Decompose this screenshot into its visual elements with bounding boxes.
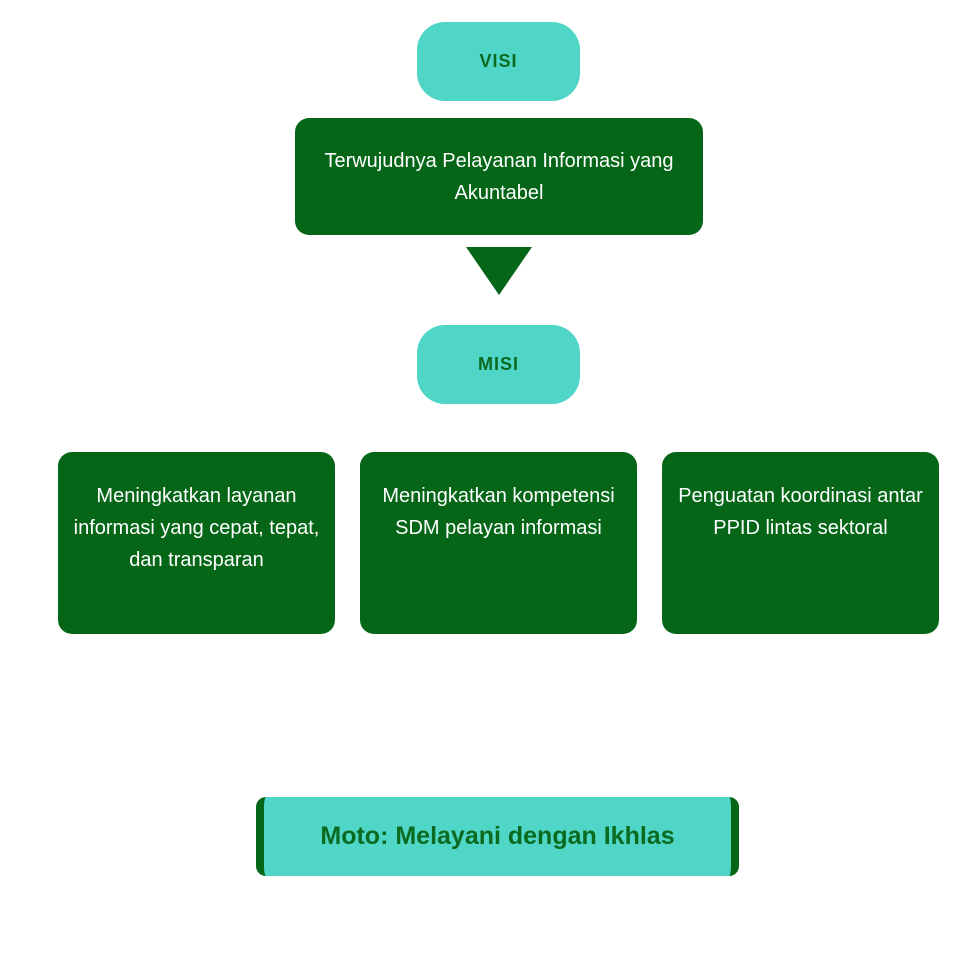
- visi-label: VISI: [417, 22, 580, 101]
- mission-text-1: Meningkatkan layanan informasi yang cepa…: [73, 485, 320, 571]
- moto-banner: Moto: Melayani dengan Ikhlas: [256, 797, 739, 876]
- visi-label-text: VISI: [479, 51, 518, 71]
- vision-statement-text: Terwujudnya Pelayanan Informasi yang Aku…: [324, 149, 674, 204]
- mission-box-1: Meningkatkan layanan informasi yang cepa…: [58, 452, 335, 634]
- vision-statement-box: Terwujudnya Pelayanan Informasi yang Aku…: [295, 118, 703, 235]
- misi-label-text: MISI: [477, 354, 519, 374]
- mission-box-2: Meningkatkan kompetensi SDM pelayan info…: [360, 452, 637, 634]
- mission-box-3: Penguatan koordinasi antar PPID lintas s…: [662, 452, 939, 634]
- moto-text: Moto: Melayani dengan Ikhlas: [320, 822, 675, 850]
- down-arrow-icon: [466, 247, 532, 295]
- mission-text-2: Meningkatkan kompetensi SDM pelayan info…: [382, 485, 615, 539]
- mission-text-3: Penguatan koordinasi antar PPID lintas s…: [678, 485, 923, 539]
- misi-label: MISI: [417, 325, 580, 404]
